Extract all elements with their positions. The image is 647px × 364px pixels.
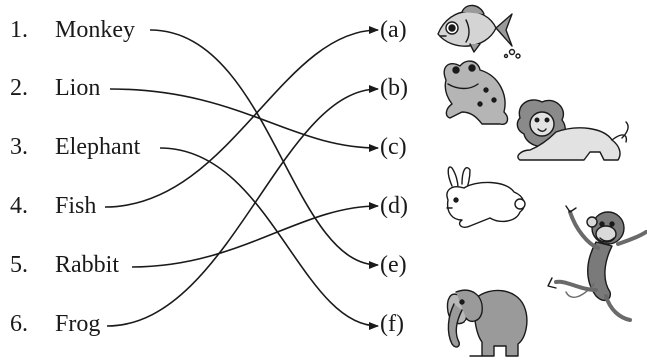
fish-icon [437, 4, 521, 59]
option-label-b: (b) [380, 75, 408, 101]
option-label-e: (e) [380, 252, 407, 278]
item-name: Fish [55, 193, 97, 219]
item-number: 6. [10, 311, 28, 337]
lion-icon [516, 99, 629, 161]
item-number: 5. [10, 252, 28, 278]
match-line-monkey-e [149, 29, 379, 269]
match-line-elephant-f [159, 147, 379, 330]
item-number: 1. [10, 17, 28, 43]
option-label-f: (f) [380, 311, 404, 337]
item-number: 4. [10, 193, 28, 219]
match-line-lion-c [109, 88, 379, 152]
option-label-a: (a) [380, 17, 407, 43]
elephant-icon [446, 289, 528, 357]
rabbit-icon [446, 166, 526, 229]
item-number: 3. [10, 134, 28, 160]
item-name: Monkey [55, 17, 135, 43]
item-name: Lion [55, 75, 101, 101]
option-label-c: (c) [380, 134, 407, 160]
match-line-frog-b [106, 85, 379, 327]
item-name: Rabbit [55, 252, 119, 278]
option-label-d: (d) [380, 193, 408, 219]
match-line-rabbit-d [131, 202, 379, 268]
match-line-fish-a [104, 26, 379, 208]
item-name: Elephant [55, 134, 141, 160]
item-name: Frog [55, 311, 101, 337]
item-number: 2. [10, 75, 28, 101]
frog-icon [443, 60, 509, 126]
monkey-icon [547, 205, 647, 322]
